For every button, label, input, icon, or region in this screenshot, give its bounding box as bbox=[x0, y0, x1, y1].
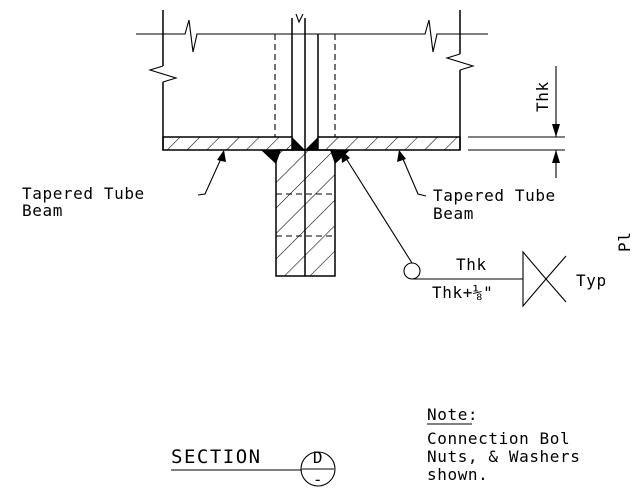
right-tube-callout: Tapered Tube Beam bbox=[397, 150, 556, 223]
left-tube-label-line1: Tapered Tube bbox=[22, 184, 145, 203]
weld-size-bottom: Thk+⅛" bbox=[432, 283, 493, 302]
weld-symbol: Thk Thk+⅛" Typ bbox=[341, 150, 607, 308]
right-tube-label-line1: Tapered Tube bbox=[433, 186, 556, 205]
left-tube-callout: Tapered Tube Beam bbox=[22, 150, 226, 220]
note-line2: Nuts, & Washers bbox=[427, 447, 581, 466]
section-sheet: - bbox=[313, 470, 323, 489]
weld-tail-typ: Typ bbox=[576, 271, 607, 290]
section-letter: D bbox=[313, 448, 323, 467]
thk-dimension-label: Thk bbox=[533, 81, 552, 112]
section-marker: SECTION D - bbox=[171, 446, 336, 489]
right-tube-label-line2: Beam bbox=[433, 204, 474, 223]
flange-plate bbox=[162, 136, 461, 151]
note-block: Note: Connection Bol Nuts, & Washers sho… bbox=[427, 405, 581, 484]
thk-dimension: Thk bbox=[468, 66, 565, 178]
note-heading: Note: bbox=[427, 405, 478, 424]
section-word: SECTION bbox=[171, 446, 262, 468]
tube-section bbox=[275, 149, 336, 277]
center-plate bbox=[274, 13, 336, 150]
edge-cutoff-label: Pl bbox=[615, 232, 634, 252]
left-tube-label-line2: Beam bbox=[22, 201, 63, 220]
top-break-line bbox=[136, 19, 488, 53]
left-wall bbox=[148, 10, 178, 150]
right-wall bbox=[445, 10, 475, 150]
weld-size-top: Thk bbox=[456, 255, 487, 274]
note-line3: shown. bbox=[427, 465, 488, 484]
note-line1: Connection Bol bbox=[427, 429, 570, 448]
